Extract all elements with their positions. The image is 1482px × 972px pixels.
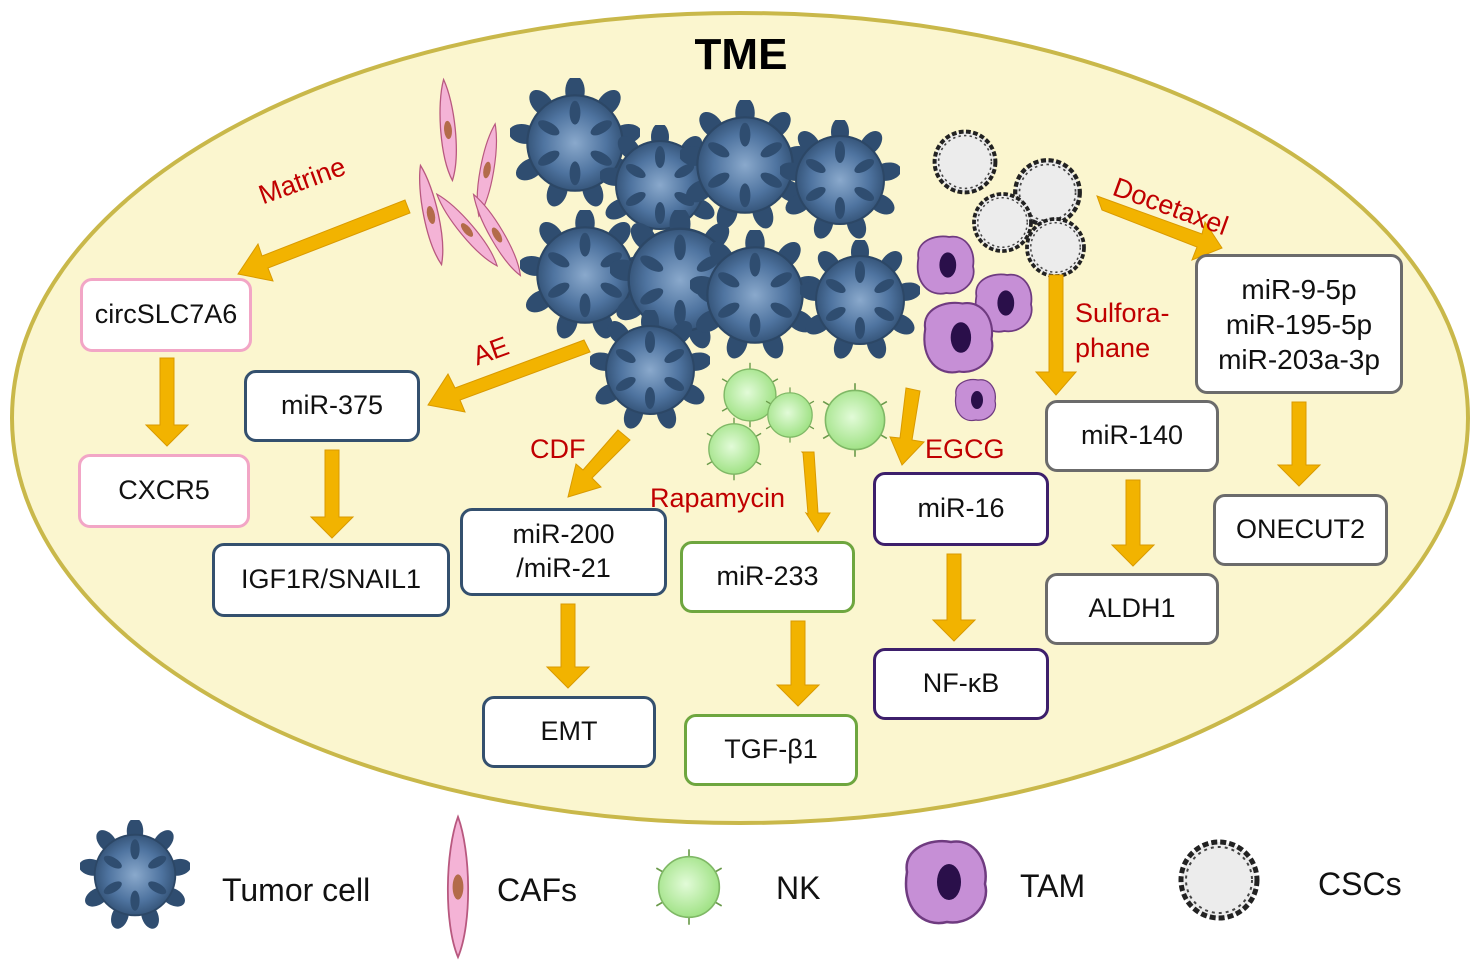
legend-tumor-icon [80,820,190,930]
legend-tam-icon [904,839,988,925]
arrow-mir200-emt [545,603,591,689]
arrow-mir233-tgfb1 [775,620,821,707]
box-cxcr5: CXCR5 [78,454,250,528]
box-tgfb1: TGF-β1 [684,714,858,786]
box-mir375: miR-375 [244,370,420,442]
arrow-ae [427,339,591,413]
arrow-egcg [889,387,926,466]
arrow-mir16-nfkb [931,553,977,642]
legend-label-tumor: Tumor cell [222,872,371,908]
box-mir16: miR-16 [873,472,1049,546]
box-igf1r-snail1: IGF1R/SNAIL1 [212,543,450,617]
drug-label-cdf: CDF [530,434,586,464]
box-mir200-mir21: miR-200 /miR-21 [460,508,667,596]
drug-label-rapamycin: Rapamycin [650,483,786,513]
legend-csc-icon [1181,842,1257,918]
legend-label-cscs: CSCs [1318,866,1402,902]
box-onecut2: ONECUT2 [1213,494,1388,566]
legend-label-nk: NK [776,870,821,906]
legend-caf-icon [446,815,470,959]
arrow-circ-cxcr5 [144,357,190,447]
arrow-mir9-onecut2 [1276,401,1322,487]
legend-label-cafs: CAFs [497,872,577,908]
legend-label-tam: TAM [1020,868,1086,904]
box-mir233: miR-233 [680,541,855,613]
arrow-cdf [567,429,631,498]
drug-label-sulforaphane: Sulfora- phane [1075,298,1170,364]
box-mir9-mir195-mir203a: miR-9-5p miR-195-5p miR-203a-3p [1195,254,1403,394]
diagram-title: TME [694,30,788,79]
box-aldh1: ALDH1 [1045,573,1219,645]
box-circslc7a6: circSLC7A6 [80,278,252,352]
arrow-mir140-aldh1 [1110,479,1156,567]
box-emt: EMT [482,696,656,768]
box-nfkb: NF-κB [873,648,1049,720]
box-mir140: miR-140 [1045,400,1219,472]
arrow-rapamycin [800,451,831,533]
arrow-mir375-igf1r [309,449,355,539]
legend-nk-icon [655,848,723,926]
drug-label-egcg: EGCG [925,434,1005,464]
arrow-sulforaphane [1034,274,1078,396]
arrow-matrine [237,199,411,282]
